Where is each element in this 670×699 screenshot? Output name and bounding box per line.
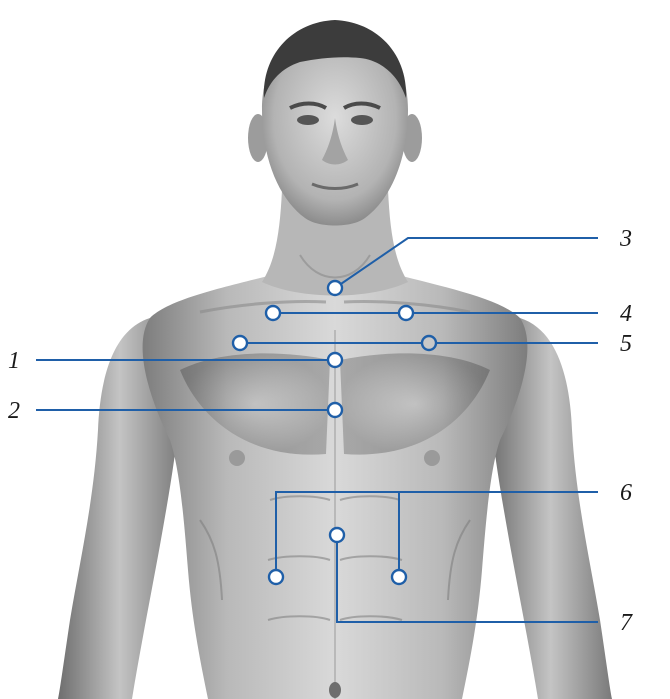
point-marker-4-right [399, 306, 413, 320]
point-marker-4-left [266, 306, 280, 320]
point-marker-7 [330, 528, 344, 542]
label-5: 5 [620, 331, 632, 357]
point-marker-5-left [233, 336, 247, 350]
point-marker-6-left [269, 570, 283, 584]
label-4: 4 [620, 301, 632, 327]
navel [329, 682, 341, 698]
point-marker-2 [328, 403, 342, 417]
label-7: 7 [620, 610, 633, 636]
right-nipple [424, 450, 440, 466]
point-marker-1 [328, 353, 342, 367]
left-nipple [229, 450, 245, 466]
point-marker-5-right [422, 336, 436, 350]
label-6: 6 [620, 480, 632, 506]
point-marker-6-right [392, 570, 406, 584]
label-2: 2 [8, 398, 20, 424]
point-marker-3 [328, 281, 342, 295]
label-3: 3 [619, 226, 632, 252]
label-1: 1 [8, 348, 20, 374]
